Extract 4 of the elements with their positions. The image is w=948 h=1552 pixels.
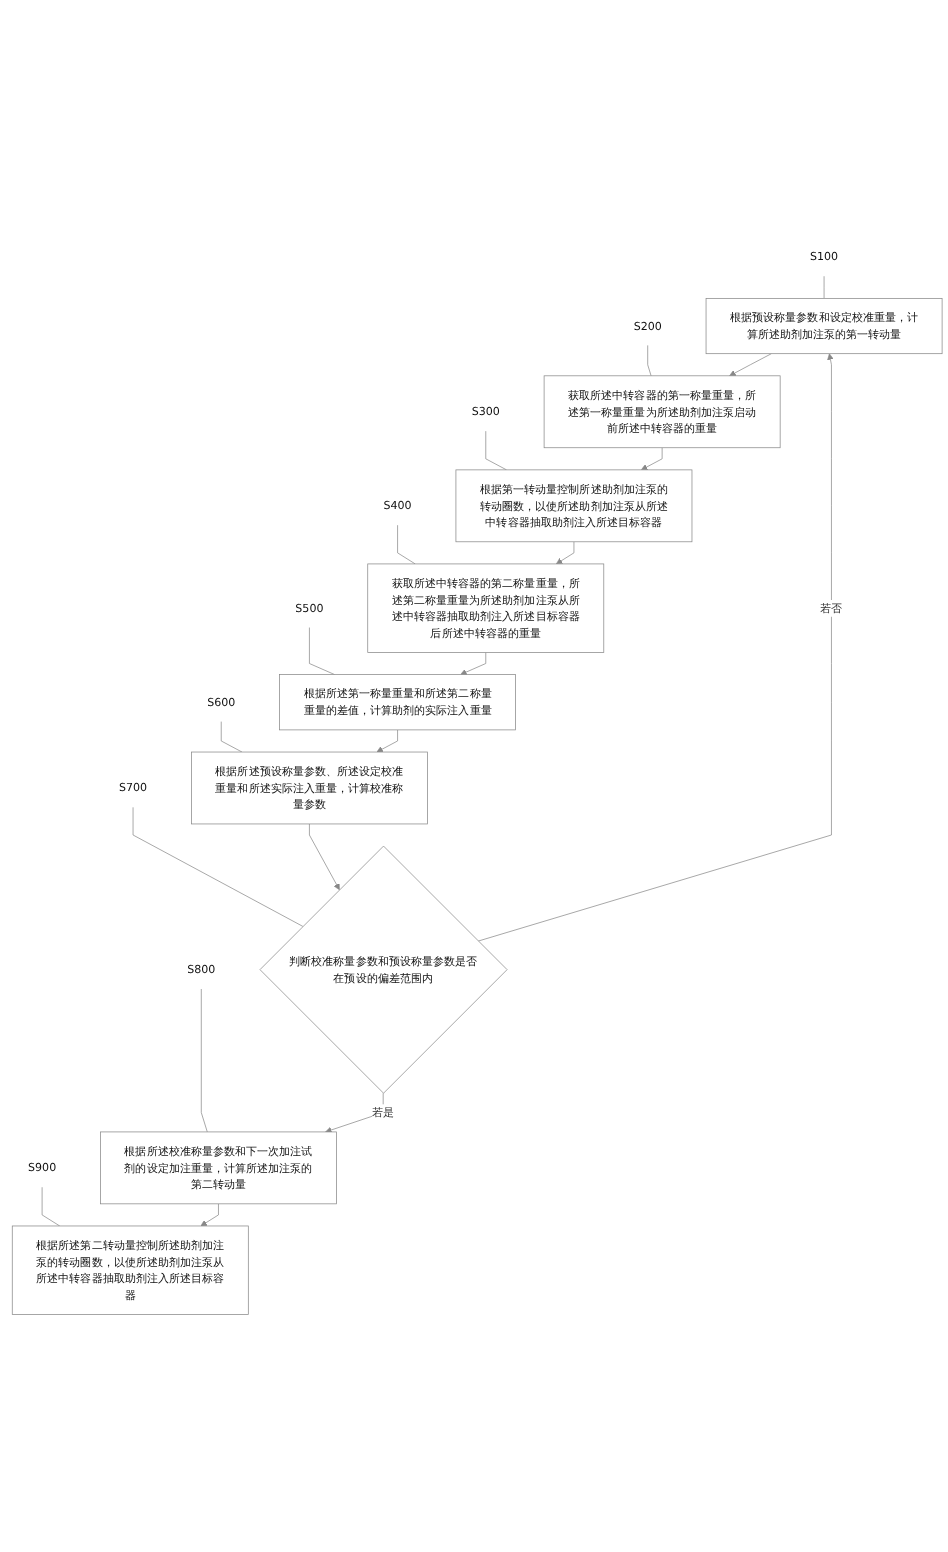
connector <box>647 345 652 377</box>
connector <box>132 807 304 927</box>
connector <box>200 988 208 1133</box>
connector <box>823 275 825 299</box>
